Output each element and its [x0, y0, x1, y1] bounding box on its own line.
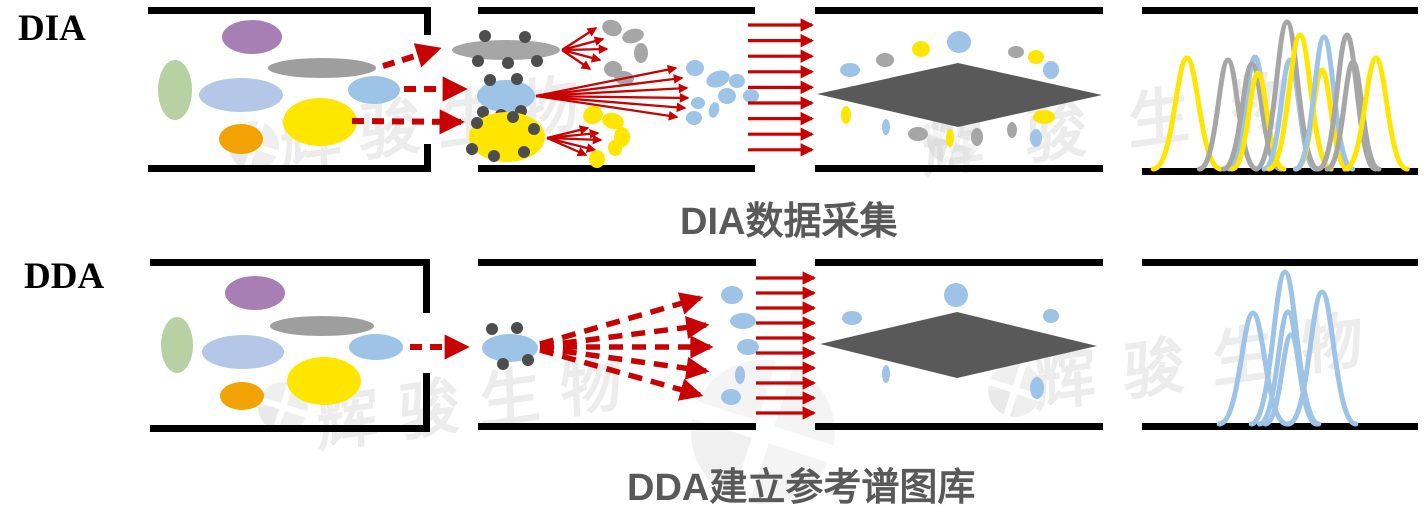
protein-blue-small: [349, 334, 403, 360]
dda-chromatogram-peaks: [1216, 269, 1359, 427]
protein-blue-large: [202, 335, 284, 369]
dia-row-label: DIA: [18, 8, 86, 49]
dda-row: [150, 259, 1418, 432]
dia-isolation-panel: [452, 7, 759, 172]
protein-blue-large: [199, 78, 283, 112]
protein-gray: [270, 316, 374, 336]
dia-beam-arrows: [748, 18, 815, 157]
dda-collision-cell: [815, 259, 1103, 430]
dia-fragment-fan-gray: [561, 19, 648, 86]
dda-caption: DDA建立参考谱图库: [627, 467, 976, 509]
protein-gray: [268, 58, 376, 78]
dia-fragment-fan-yellow: [546, 105, 630, 168]
dia-precursor-gray: [452, 30, 560, 69]
dia-caption: DIA数据采集: [680, 201, 898, 243]
dia-precursor-yellow: [466, 111, 545, 162]
protein-purple: [225, 276, 285, 310]
dda-beam-arrows: [756, 271, 817, 420]
dia-row: [148, 7, 1418, 175]
dia-ion-dots: [840, 31, 1059, 147]
dda-sample-tube: [150, 259, 430, 432]
protein-yellow: [283, 98, 357, 146]
dia-spectra-panel: [1142, 7, 1418, 175]
dda-fragment-fan: [539, 286, 759, 405]
protein-orange: [220, 382, 264, 410]
dda-isolation-panel: [478, 259, 759, 430]
dia-collision-cell: [815, 7, 1103, 172]
dia-collision-diamond: [817, 63, 1102, 127]
dia-precursor-blue: [477, 73, 535, 121]
dda-precursor-blue: [482, 322, 538, 370]
dia-sample-tube: [148, 7, 431, 172]
dda-ion-dots: [842, 283, 1059, 399]
protein-yellow: [287, 357, 361, 405]
protein-green: [161, 317, 193, 373]
protein-blue-small: [348, 76, 400, 104]
dda-row-label: DDA: [24, 256, 105, 297]
protein-green: [158, 60, 192, 120]
protein-purple: [222, 20, 282, 54]
watermark-logo-icon: [688, 357, 838, 507]
dda-collision-diamond: [820, 312, 1097, 378]
dda-spectra-panel: [1142, 259, 1418, 430]
dia-selection-arrows: [351, 43, 468, 135]
watermark-logo-icon: [987, 362, 1043, 418]
dia-chromatogram-peaks: [1150, 19, 1410, 172]
protein-orange: [219, 124, 263, 154]
dia-fragment-fan-blue: [535, 60, 759, 125]
